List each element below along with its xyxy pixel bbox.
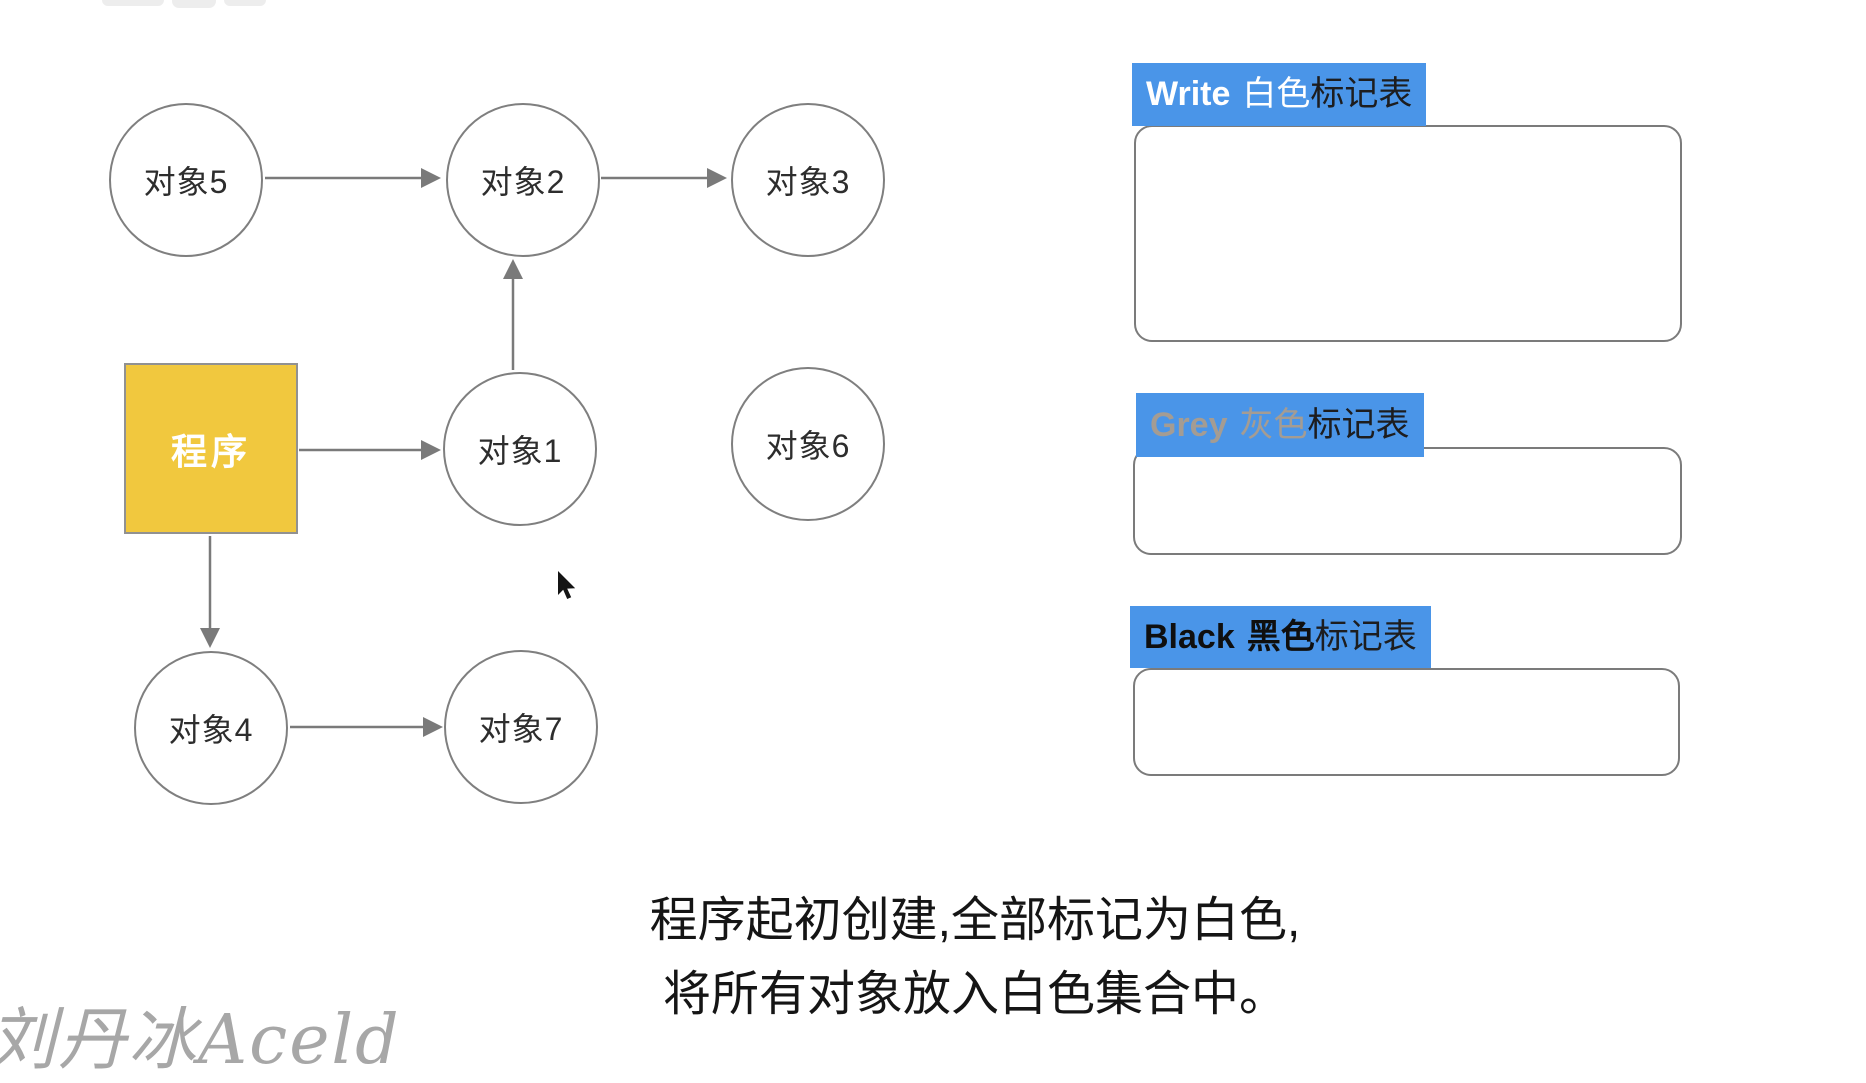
cutoff-watermark-top	[102, 0, 164, 6]
grey-table-box	[1133, 447, 1682, 555]
object-node-label: 对象5	[143, 164, 229, 200]
white-table-box	[1134, 125, 1682, 342]
object-node-2: 对象2	[446, 103, 600, 257]
white-table-label-en: Write	[1146, 75, 1231, 113]
white-table-label-suffix: 标记表	[1310, 75, 1413, 113]
object-node-3: 对象3	[731, 103, 885, 257]
black-table-label-cn: 黑色	[1246, 618, 1315, 656]
object-node-6: 对象6	[731, 367, 885, 521]
mouse-cursor-icon	[558, 571, 576, 599]
white-table-label-cn: 白色	[1242, 75, 1311, 113]
cutoff-watermark-top	[224, 0, 266, 6]
object-node-4: 对象4	[134, 651, 288, 805]
object-node-5: 对象5	[109, 103, 263, 257]
object-node-7: 对象7	[444, 650, 598, 804]
caption-line-2: 将所有对象放入白色集合中。	[662, 968, 1287, 1021]
grey-table-label-en: Grey	[1150, 406, 1228, 444]
grey-table-label-cn: 灰色	[1239, 406, 1308, 444]
object-node-label: 对象6	[765, 428, 851, 464]
author-watermark: 刘丹冰Aceld	[0, 1001, 401, 1080]
object-node-label: 对象7	[478, 711, 564, 747]
caption: 程序起初创建,全部标记为白色, 将所有对象放入白色集合中。	[400, 884, 1550, 1032]
black-table-label-en: Black	[1144, 618, 1235, 656]
object-node-label: 对象2	[480, 164, 566, 200]
grey-table-label-suffix: 标记表	[1307, 406, 1410, 444]
object-node-label: 对象4	[168, 712, 254, 748]
black-table-box	[1133, 668, 1680, 776]
grey-table-label: Grey 灰色标记表	[1136, 393, 1424, 457]
white-table-label: Write 白色标记表	[1132, 63, 1427, 126]
object-node-label: 对象1	[477, 433, 563, 469]
cutoff-watermark-top	[172, 0, 216, 8]
black-table-label-suffix: 标记表	[1314, 618, 1417, 656]
caption-line-1: 程序起初创建,全部标记为白色,	[649, 894, 1301, 947]
program-node: 程序	[124, 363, 298, 534]
black-table-label: Black 黑色标记表	[1130, 606, 1431, 668]
program-node-label: 程序	[170, 430, 251, 472]
object-node-label: 对象3	[765, 164, 851, 200]
object-node-1: 对象1	[443, 372, 597, 526]
